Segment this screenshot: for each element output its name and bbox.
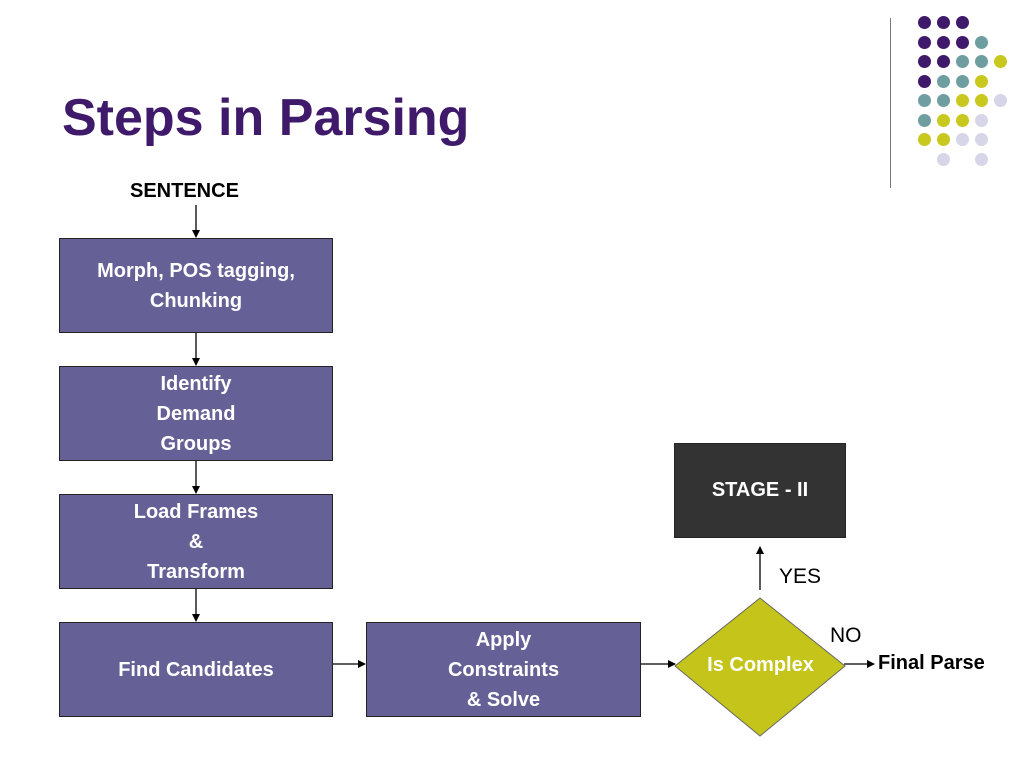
step-morph-pos-chunking-label: Morph, POS tagging, Chunking — [97, 259, 295, 312]
step-apply-constraints-solve-label: Apply Constraints & Solve — [447, 628, 560, 711]
decorative-dot — [975, 113, 988, 127]
decorative-dot — [937, 35, 950, 49]
decorative-dot — [918, 16, 931, 29]
decorative-dot — [937, 133, 950, 146]
decorative-dot — [937, 74, 950, 88]
decorative-dot — [956, 35, 969, 49]
decorative-dot — [975, 74, 988, 88]
stage-two-box: STAGE - II — [674, 443, 846, 538]
decorative-dot — [937, 16, 950, 29]
decorative-dot — [975, 133, 988, 146]
decorative-dot — [975, 35, 988, 49]
decorative-dot — [956, 16, 969, 29]
step-find-candidates-label: Find Candidates — [118, 658, 274, 681]
stage-two-label: STAGE - II — [711, 479, 809, 501]
start-label: SENTENCE — [130, 180, 239, 202]
step-apply-constraints-solve: Apply Constraints & Solve — [366, 622, 641, 717]
decorative-dot — [937, 113, 950, 127]
no-label: NO — [830, 624, 862, 647]
decorative-dot — [918, 35, 931, 49]
decorative-dot — [975, 152, 988, 166]
decorative-dot — [956, 113, 969, 127]
decorative-dot — [956, 74, 969, 88]
decorative-dot — [918, 94, 931, 107]
decorative-dot — [956, 133, 969, 146]
divider-line — [890, 18, 891, 188]
decorative-dot — [956, 94, 969, 107]
step-identify-demand-groups: Identify Demand Groups — [59, 366, 333, 461]
decorative-dot — [918, 113, 931, 127]
final-parse-label: Final Parse — [878, 652, 985, 674]
step-load-frames-transform: Load Frames & Transform — [59, 494, 333, 589]
decorative-dot — [918, 74, 931, 88]
decorative-dot — [937, 55, 950, 68]
decision-diamond — [674, 597, 846, 737]
decorative-dot — [975, 55, 988, 68]
decision-label: Is Complex — [707, 654, 814, 676]
step-identify-demand-groups-label: Identify Demand Groups — [156, 372, 236, 455]
decorative-dot — [937, 94, 950, 107]
decorative-dot — [975, 94, 988, 107]
decorative-dot — [918, 55, 931, 68]
step-load-frames-transform-label: Load Frames & Transform — [133, 500, 259, 583]
decorative-dot — [918, 133, 931, 146]
slide-title: Steps in Parsing — [62, 89, 470, 147]
decorative-dot — [956, 55, 969, 68]
step-find-candidates: Find Candidates — [59, 622, 333, 717]
yes-label: YES — [779, 565, 822, 588]
decorative-dot — [937, 152, 950, 166]
decorative-dot — [994, 55, 1007, 68]
step-morph-pos-chunking: Morph, POS tagging, Chunking — [59, 238, 333, 333]
decorative-dot — [994, 94, 1007, 107]
